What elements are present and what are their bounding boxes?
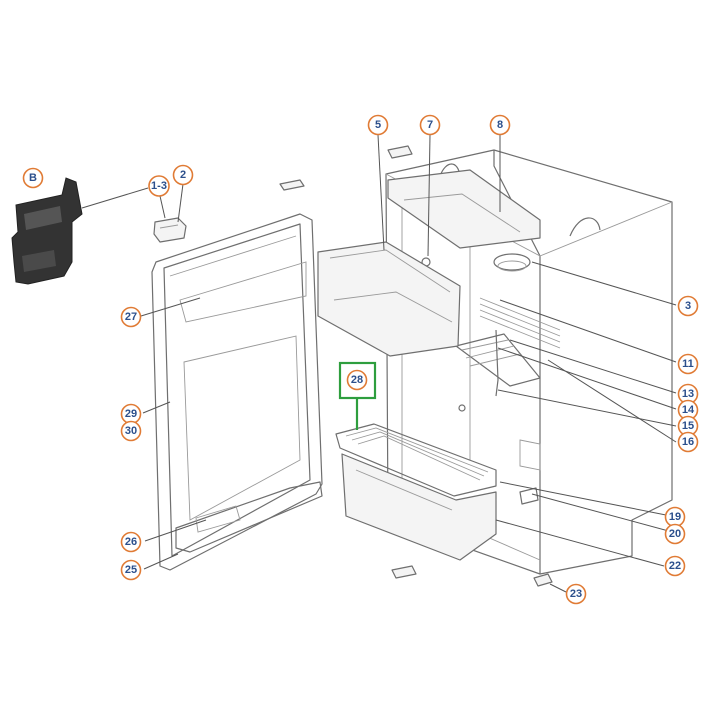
leader-b (81, 187, 149, 209)
leader-26 (144, 519, 207, 542)
callout-22: 22 (664, 555, 686, 577)
callout-circle (565, 583, 587, 605)
callout-circle (120, 531, 142, 553)
leader-25 (143, 553, 179, 570)
foot-clip (533, 573, 553, 587)
leader-29 (142, 401, 171, 414)
callout-circle (120, 420, 142, 442)
callout-circle (172, 164, 194, 186)
callout-circle (419, 114, 441, 136)
callout-2: 2 (172, 164, 194, 186)
inset-part-b (11, 177, 83, 285)
leader-2 (177, 183, 184, 223)
bottom-clip (391, 565, 417, 579)
door-clip (279, 179, 305, 191)
callout-number: 3 (685, 300, 691, 312)
callout-number: 13 (682, 388, 694, 400)
callout-number: 26 (125, 536, 137, 548)
callout-30: 30 (120, 420, 142, 442)
callout-circle (120, 559, 142, 581)
callout-circle (677, 431, 699, 453)
callout-number: 20 (669, 528, 681, 540)
callout-number: 5 (375, 119, 381, 131)
callout-circle (677, 353, 699, 375)
callout-number: 30 (125, 425, 137, 437)
callout-23: 23 (565, 583, 587, 605)
callout-number: 2 (180, 169, 186, 181)
callout-circle (677, 295, 699, 317)
callout-number: 28 (351, 374, 363, 386)
callout-14: 14 (677, 399, 699, 421)
freezer-flap (317, 241, 461, 357)
callout-number: B (29, 172, 37, 184)
callout-16: 16 (677, 431, 699, 453)
callout-number: 22 (669, 560, 681, 572)
callout-number: 8 (497, 119, 503, 131)
callout-circle (664, 555, 686, 577)
callout-8: 8 (489, 114, 511, 136)
callout-29: 29 (120, 403, 142, 425)
door-assembly (151, 213, 323, 571)
leaders-right (377, 134, 677, 593)
callout-circle (664, 523, 686, 545)
callout-19: 19 (664, 506, 686, 528)
callout-26: 26 (120, 531, 142, 553)
callout-25: 25 (120, 559, 142, 581)
callout-number: 11 (682, 358, 694, 370)
hinge-part (153, 217, 187, 243)
callout-circle (120, 306, 142, 328)
callout-number: 27 (125, 311, 137, 323)
callout-15: 15 (677, 415, 699, 437)
callout-number: 19 (669, 511, 681, 523)
leader-27 (140, 297, 201, 317)
callout-1-3: 1-3 (148, 175, 170, 197)
fridge-cabinet (385, 149, 673, 575)
callout-circle (346, 369, 368, 391)
callout-7: 7 (419, 114, 441, 136)
callout-11: 11 (677, 353, 699, 375)
callout-number: 16 (682, 436, 694, 448)
callout-number: 15 (682, 420, 694, 432)
callout-number: 25 (125, 564, 137, 576)
callout-5: 5 (367, 114, 389, 136)
callout-number: 14 (682, 404, 695, 416)
callout-28: 28 (346, 369, 368, 391)
crisper-drawer (335, 423, 497, 561)
callout-circle (148, 175, 170, 197)
callout-number: 1-3 (151, 180, 167, 192)
leader-1-3 (159, 195, 166, 219)
top-clip (387, 145, 413, 159)
callout-number: 7 (427, 119, 433, 131)
callout-circle (367, 114, 389, 136)
callout-3: 3 (677, 295, 699, 317)
callout-number: 29 (125, 408, 137, 420)
callout-circle (489, 114, 511, 136)
callout-number: 23 (570, 588, 582, 600)
callout-B: B (22, 167, 44, 189)
callout-20: 20 (664, 523, 686, 545)
callout-circle (22, 167, 44, 189)
callout-27: 27 (120, 306, 142, 328)
